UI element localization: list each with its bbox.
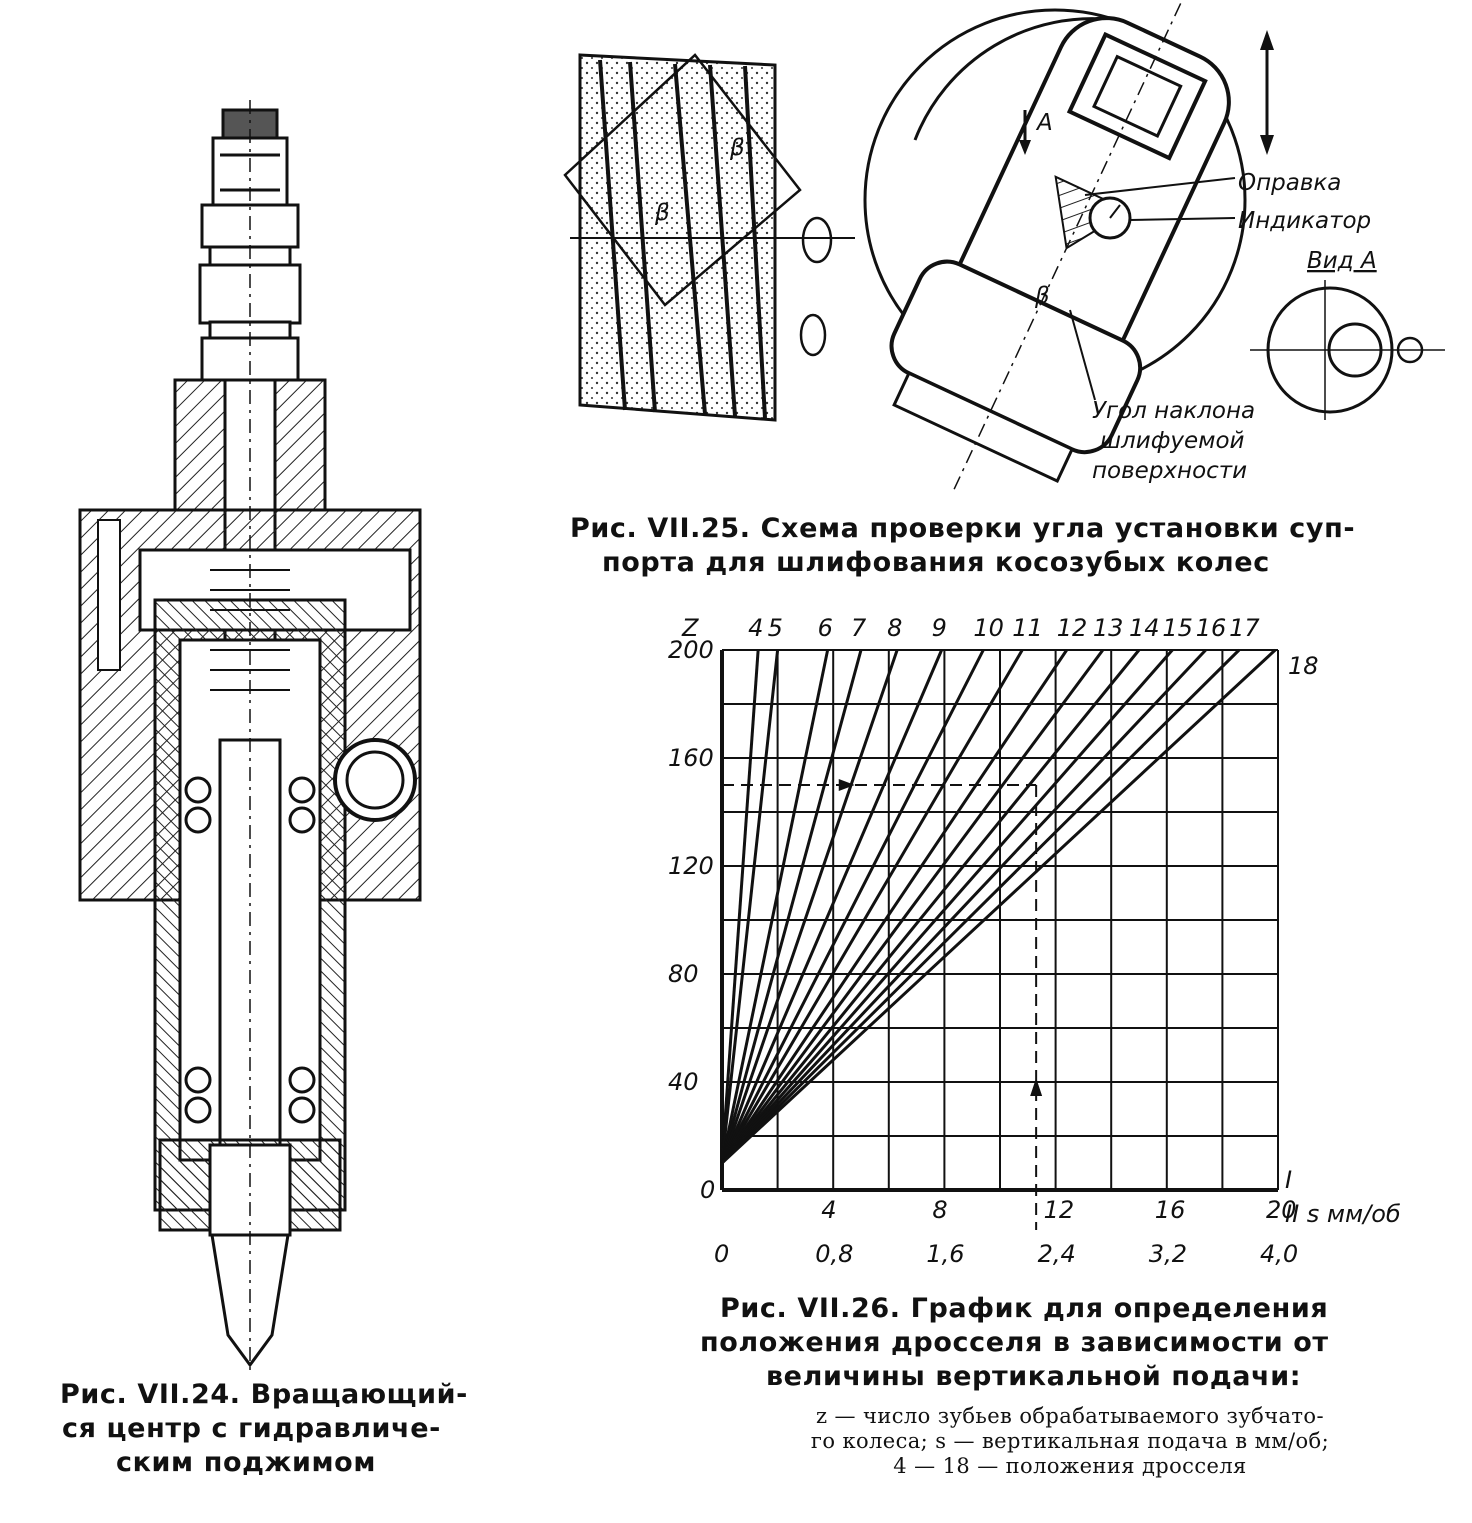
example-arrow-h xyxy=(838,779,855,791)
series-line-5 xyxy=(720,649,780,1164)
fig26-caption-line: положения дросселя в зависимости от xyxy=(700,1327,1329,1358)
series-label-13: 13 xyxy=(1093,614,1124,642)
fig25-caption: Рис. VII.25. Схема проверки угла установ… xyxy=(570,512,1440,580)
fig26-legend: z — число зубьев обрабатываемого зубчато… xyxy=(700,1404,1440,1479)
series-line-4 xyxy=(720,649,760,1164)
beta-label-1: β xyxy=(654,200,670,226)
opravka-label: Оправка xyxy=(1238,170,1341,196)
series-label-4: 4 xyxy=(748,614,763,642)
x-tick-label-I: 8 xyxy=(932,1196,947,1224)
beta-label-2: β xyxy=(729,135,745,161)
x-tick-label-I: 20 xyxy=(1266,1196,1297,1224)
series-line-14 xyxy=(720,649,1141,1164)
x-tick-label-I: 16 xyxy=(1155,1196,1186,1224)
series-line-9 xyxy=(720,649,943,1164)
angle-note-line: Угол наклона xyxy=(1092,398,1255,424)
fig26-legend-line: 4 — 18 — положения дросселя xyxy=(893,1454,1247,1478)
angle-note-line: поверхности xyxy=(1092,458,1247,484)
x-axis-label-I: I xyxy=(1285,1166,1292,1194)
series-line-17 xyxy=(720,648,1241,1165)
y-tick-label: 80 xyxy=(668,960,699,988)
series-label-17: 17 xyxy=(1229,614,1260,642)
x-tick-label-II: 0 xyxy=(714,1240,729,1268)
x-tick-label-I: 4 xyxy=(821,1196,836,1224)
series-line-10 xyxy=(720,649,985,1164)
y-tick-label: 0 xyxy=(700,1176,715,1204)
fig26-caption-line: величины вертикальной подачи: xyxy=(766,1361,1302,1392)
series-label-8: 8 xyxy=(887,614,902,642)
fig26-caption: Рис. VII.26. График для определения поло… xyxy=(700,1292,1440,1394)
series-line-7 xyxy=(720,649,863,1164)
series-label-6: 6 xyxy=(818,614,833,642)
angle-note-line: шлифуемой xyxy=(1100,428,1245,454)
fig25-caption-line: порта для шлифования косозубых колес xyxy=(602,547,1270,578)
series-label-9: 9 xyxy=(932,614,947,642)
series-label-16: 16 xyxy=(1196,614,1227,642)
fig24-caption: Рис. VII.24. Вращающий- ся центр с гидра… xyxy=(60,1378,500,1480)
series-label-7: 7 xyxy=(851,614,867,642)
y-tick-label: 40 xyxy=(668,1068,699,1096)
series-line-18 xyxy=(720,648,1277,1165)
x-tick-label-I: 12 xyxy=(1044,1196,1075,1224)
fig26-caption-line: Рис. VII.26. График для определения xyxy=(720,1293,1329,1324)
series-line-13 xyxy=(720,649,1105,1164)
series-line-6 xyxy=(720,649,830,1164)
fig26-legend-line: z — число зубьев обрабатываемого зубчато… xyxy=(816,1404,1324,1428)
y-tick-label: 120 xyxy=(668,852,714,880)
series-label-5: 5 xyxy=(768,614,783,642)
series-label-10: 10 xyxy=(973,614,1004,642)
series-label-15: 15 xyxy=(1162,614,1193,642)
series-label-18: 18 xyxy=(1288,652,1319,680)
series-label-12: 12 xyxy=(1057,614,1088,642)
fig25-drawing: β β А β Оправка Индикатор Вид А Угол нак… xyxy=(563,3,1445,494)
x-tick-label-II: 0,8 xyxy=(815,1240,853,1268)
arrow-a-label: А xyxy=(1035,110,1053,136)
indicator-label: Индикатор xyxy=(1238,208,1371,234)
fig26-legend-line: го колеса; s — вертикальная подача в мм/… xyxy=(810,1429,1330,1453)
y-axis-label: Z xyxy=(681,614,699,642)
x-tick-label-II: 4,0 xyxy=(1260,1240,1298,1268)
fig24-caption-line: Рис. VII.24. Вращающий- xyxy=(60,1379,468,1410)
fig24-caption-line: ся центр с гидравличе- xyxy=(62,1413,441,1444)
y-tick-label: 200 xyxy=(668,636,714,664)
x-axis-label-II: II s мм/об xyxy=(1285,1200,1401,1228)
series-label-11: 11 xyxy=(1012,614,1043,642)
beta-label-3: β xyxy=(1034,283,1050,309)
x-tick-label-II: 1,6 xyxy=(926,1240,964,1268)
series-label-14: 14 xyxy=(1129,614,1160,642)
series-line-8 xyxy=(720,649,899,1164)
x-tick-label-II: 2,4 xyxy=(1038,1240,1076,1268)
series-line-15 xyxy=(720,649,1174,1164)
example-arrow-v xyxy=(1030,1078,1043,1096)
series-line-12 xyxy=(720,649,1068,1164)
fig25-caption-line: Рис. VII.25. Схема проверки угла установ… xyxy=(570,513,1356,544)
x-tick-label-II: 3,2 xyxy=(1149,1240,1187,1268)
y-tick-label: 160 xyxy=(668,744,714,772)
fig24-drawing xyxy=(78,100,422,1375)
series-line-11 xyxy=(720,649,1024,1164)
fig24-caption-line: ским поджимом xyxy=(116,1447,377,1478)
chart-example-path xyxy=(722,779,1043,1230)
series-line-16 xyxy=(720,648,1207,1165)
vid-a-label: Вид А xyxy=(1307,248,1377,274)
